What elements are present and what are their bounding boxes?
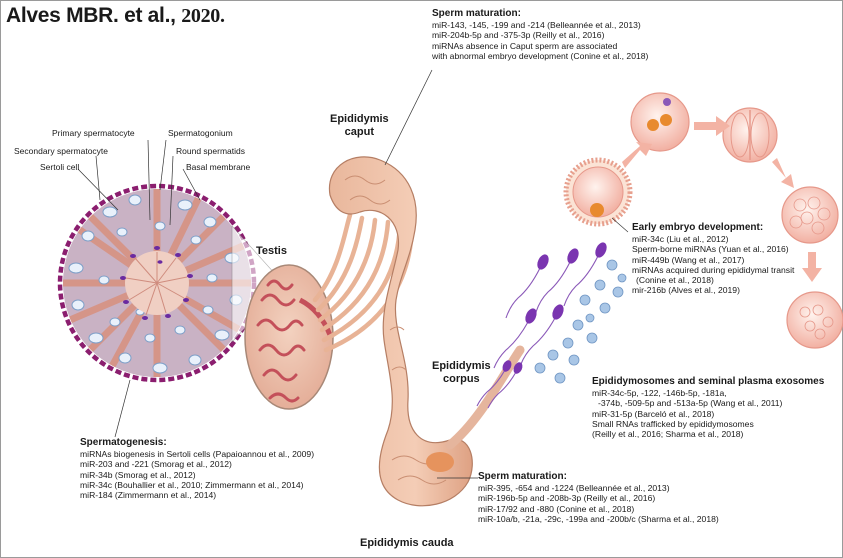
block-line: miR-34b (Smorag et al., 2012): [80, 470, 314, 480]
block-caput-sperm-maturation: Sperm maturation: miR-143, -145, -199 an…: [432, 8, 648, 61]
testis: [245, 265, 333, 409]
block-cauda-sperm-maturation: Sperm maturation: miR-395, -654 and -122…: [478, 471, 719, 524]
block-line: miR-203 and -221 (Smorag et al., 2012): [80, 459, 314, 469]
block-line: (Reilly et al., 2016; Sharma et al., 201…: [592, 429, 824, 439]
block-line: Sperm-borne miRNAs (Yuan et al., 2016): [632, 244, 794, 254]
block-title: Sperm maturation:: [478, 471, 719, 483]
block-line: miR-34c (Bouhallier et al., 2010; Zimmer…: [80, 480, 314, 490]
block-line: miR-204b-5p and -375-3p (Reilly et al., …: [432, 30, 648, 40]
label-sertoli-cell: Sertoli cell: [40, 162, 79, 172]
block-line: mir-216b (Alves et al., 2019): [632, 285, 794, 295]
block-line: miR-31-5p (Barceló et al., 2018): [592, 409, 824, 419]
block-line: miR-10a/b, -21a, -29c, -199a and -200b/c…: [478, 514, 719, 524]
spermatozoa: [477, 241, 609, 408]
block-line: miR-449b (Wang et al., 2017): [632, 255, 794, 265]
block-line: miR-34c-5p, -122, -146b-5p, -181a,: [592, 388, 824, 398]
label-secondary-spermatocyte: Secondary spermatocyte: [14, 146, 108, 156]
citation-authors: Alves MBR. et al.,: [6, 4, 176, 27]
block-line: -374b, -509-5p and -513a-5p (Wang et al.…: [592, 398, 824, 408]
embryo-leader: [612, 218, 628, 232]
block-line: Small RNAs trafficked by epididymosomes: [592, 419, 824, 429]
block-line: miRNAs acquired during epididymal transi…: [632, 265, 794, 275]
citation-title: Alves MBR. et al., 2020.: [6, 4, 225, 28]
label-spermatogonium: Spermatogonium: [168, 128, 233, 138]
label-caput-line2: caput: [330, 126, 389, 139]
block-line: miR-17/92 and -880 (Conine et al., 2018): [478, 504, 719, 514]
label-testis: Testis: [256, 245, 287, 258]
block-line: miRNAs absence in Caput sperm are associ…: [432, 41, 648, 51]
block-line: miR-34c (Liu et al., 2012): [632, 234, 794, 244]
block-line: miR-196b-5p and -208b-3p (Reilly et al.,…: [478, 493, 719, 503]
label-basal-membrane: Basal membrane: [186, 162, 250, 172]
block-title: Early embryo development:: [632, 222, 794, 234]
label-primary-spermatocyte: Primary spermatocyte: [52, 128, 135, 138]
block-line: with abnormal embryo development (Conine…: [432, 51, 648, 61]
label-epididymis-cauda: Epididymis cauda: [360, 537, 454, 550]
block-title: Spermatogenesis:: [80, 437, 314, 449]
block-title: Epididymosomes and seminal plasma exosom…: [592, 376, 824, 388]
block-epididymosomes-exosomes: Epididymosomes and seminal plasma exosom…: [592, 376, 824, 439]
block-line: miR-184 (Zimmermann et al., 2014): [80, 490, 314, 500]
epididymosomes: [535, 260, 626, 383]
label-caput-line1: Epididymis: [330, 113, 389, 126]
block-title: Sperm maturation:: [432, 8, 648, 20]
label-epididymis-caput: Epididymis caput: [330, 113, 389, 139]
block-line: miR-143, -145, -199 and -214 (Belleannée…: [432, 20, 648, 30]
block-line: miR-395, -654 and -1224 (Belleannée et a…: [478, 483, 719, 493]
citation-year: 2020.: [181, 5, 225, 27]
label-round-spermatids: Round spermatids: [176, 146, 245, 156]
block-spermatogenesis: Spermatogenesis: miRNAs biogenesis in Se…: [80, 437, 314, 500]
label-corpus-line2: corpus: [432, 373, 491, 386]
block-line: (Conine et al., 2018): [632, 275, 794, 285]
block-early-embryo-development: Early embryo development: miR-34c (Liu e…: [632, 222, 794, 296]
label-corpus-line1: Epididymis: [432, 360, 491, 373]
block-line: miRNAs biogenesis in Sertoli cells (Papa…: [80, 449, 314, 459]
label-epididymis-corpus: Epididymis corpus: [432, 360, 491, 386]
seminiferous-tubule: [60, 186, 254, 380]
